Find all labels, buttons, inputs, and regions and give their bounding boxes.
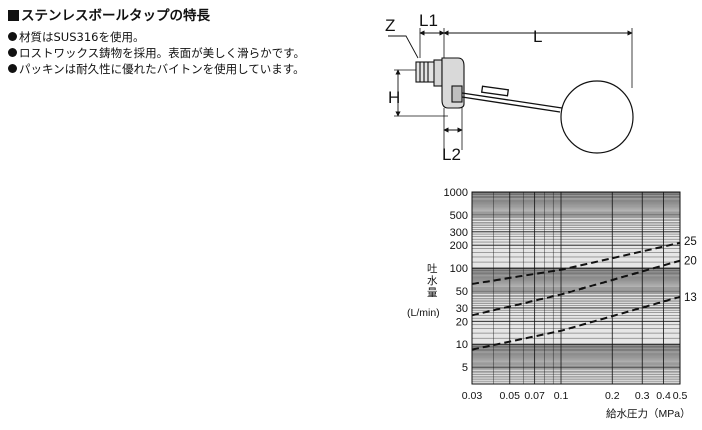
plot-border (471, 191, 681, 385)
dim-label-z: Z (385, 16, 395, 35)
x-tick-label: 0.2 (605, 390, 620, 402)
y-tick-label: 20 (456, 316, 468, 328)
x-tick-label: 0.4 (656, 390, 671, 402)
dimension-lines (388, 30, 633, 133)
features-title: ステンレスボールタップの特長 (8, 8, 368, 24)
features-section: ステンレスボールタップの特長 材質はSUS316を使用。 ロストワックス鋳物を採… (8, 8, 368, 77)
chart-plot-area (471, 191, 681, 385)
float-lever-arm (461, 85, 563, 113)
feature-item-text: ロストワックス鋳物を採用。表面が美しく滑らかです。 (19, 46, 306, 60)
circle-bullet-icon (8, 64, 17, 73)
x-tick-label: 0.05 (500, 390, 521, 402)
series-label-13: 13 (684, 292, 697, 304)
x-tick-label: 0.1 (554, 390, 569, 402)
ball-tap-body (415, 57, 465, 109)
y-tick-label: 10 (456, 339, 468, 351)
float-ball (560, 80, 634, 154)
feature-item: ロストワックス鋳物を採用。表面が美しく滑らかです。 (8, 45, 368, 61)
series-labels: 25 20 13 (684, 236, 697, 304)
y-tick-label: 200 (450, 240, 468, 252)
y-axis-label: 吐水量 (427, 263, 438, 299)
circle-bullet-icon (8, 32, 17, 41)
ball-tap-dimension-diagram: Z L1 L H L2 (385, 11, 634, 164)
y-tick-label: 500 (450, 210, 468, 222)
y-tick-label: 50 (456, 286, 468, 298)
x-tick-label: 0.3 (635, 390, 650, 402)
series-label-20: 20 (684, 256, 697, 268)
dim-label-h: H (388, 88, 400, 107)
dim-label-l1: L1 (419, 11, 438, 30)
x-tick-label: 0.5 (673, 390, 688, 402)
y-tick-label: 5 (462, 362, 468, 374)
series-line-25 (471, 241, 681, 285)
feature-item-text: 材質はSUS316を使用。 (19, 30, 145, 44)
chart-series (471, 241, 681, 351)
dim-label-l2: L2 (442, 145, 461, 164)
series-line-20 (471, 259, 681, 317)
y-tick-label: 30 (456, 303, 468, 315)
feature-item-text: パッキンは耐久性に優れたバイトンを使用しています。 (19, 62, 305, 76)
y-axis-unit: (L/min) (407, 307, 440, 319)
dim-label-l: L (533, 27, 542, 46)
y-tick-label: 300 (450, 227, 468, 239)
feature-item: パッキンは耐久性に優れたバイトンを使用しています。 (8, 61, 368, 77)
square-bullet-icon (8, 10, 19, 21)
series-line-13 (471, 295, 681, 351)
x-axis-label: 給水圧力（MPa） (606, 407, 691, 420)
series-label-25: 25 (684, 236, 697, 248)
features-title-text: ステンレスボールタップの特長 (21, 8, 210, 24)
x-tick-label: 0.07 (524, 390, 545, 402)
feature-item: 材質はSUS316を使用。 (8, 29, 368, 45)
y-tick-label: 100 (450, 263, 468, 275)
circle-bullet-icon (8, 48, 17, 57)
y-tick-label: 1000 (444, 187, 468, 199)
x-tick-label: 0.03 (462, 390, 483, 402)
